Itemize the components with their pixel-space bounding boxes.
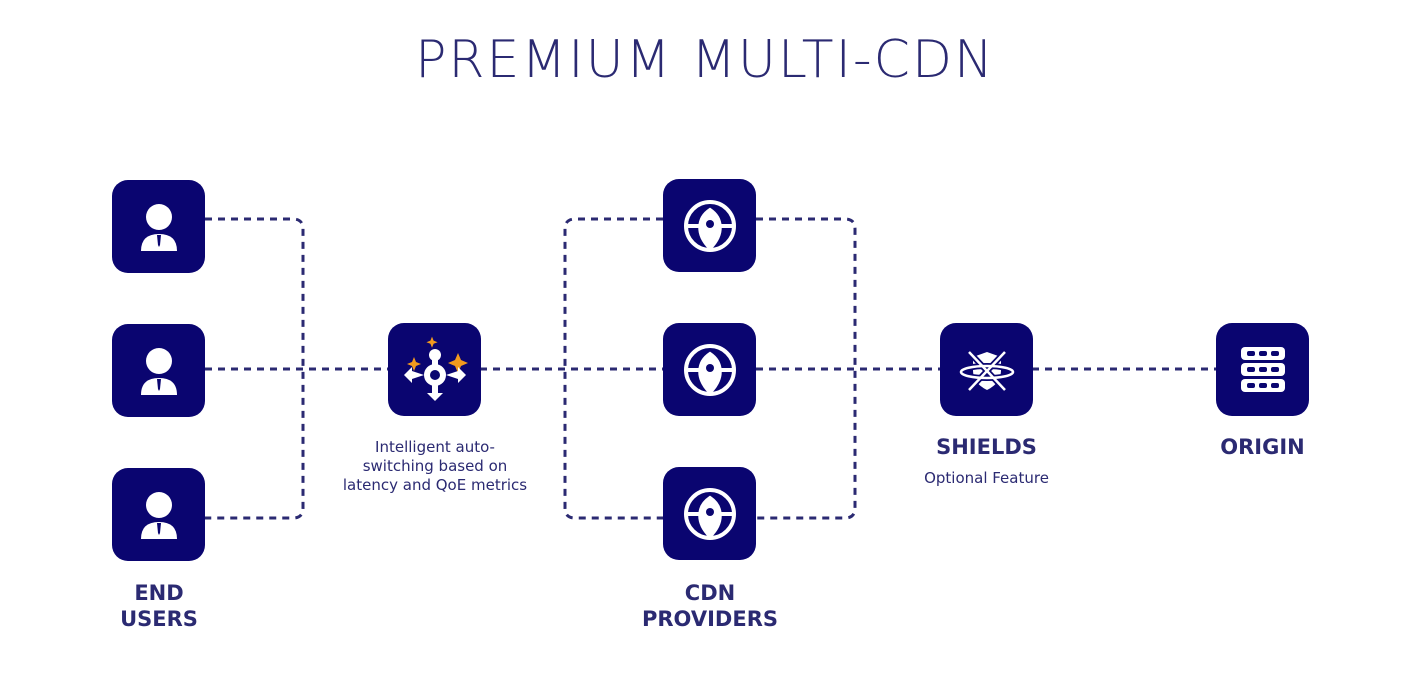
page-title: PREMIUM MULTI-CDN (415, 30, 995, 90)
switch-icon (403, 336, 468, 401)
shields-caption: Optional Feature (924, 469, 1049, 487)
cdn-provider-node (663, 467, 756, 560)
globe-icon (683, 487, 736, 540)
switch-to-cdn-connector (480, 217, 663, 520)
globe-icon (683, 343, 736, 396)
cdn-provider-node (663, 179, 756, 272)
cdn-to-shields-connector (756, 217, 940, 520)
user-icon (140, 491, 177, 539)
end-user-node (112, 180, 205, 273)
globe-icon (683, 199, 736, 252)
user-icon (140, 203, 177, 251)
shield-icon (957, 349, 1016, 392)
cdn-provider-node (663, 323, 756, 416)
origin-node (1216, 323, 1309, 416)
end-user-node (112, 324, 205, 417)
server-icon (1240, 346, 1285, 392)
shields-node (940, 323, 1033, 416)
switch-node (388, 323, 481, 416)
origin-label: ORIGIN (1220, 435, 1305, 459)
users-connector (205, 217, 388, 520)
shields-label: SHIELDS (936, 435, 1037, 459)
end-user-node (112, 468, 205, 561)
user-icon (140, 347, 177, 395)
